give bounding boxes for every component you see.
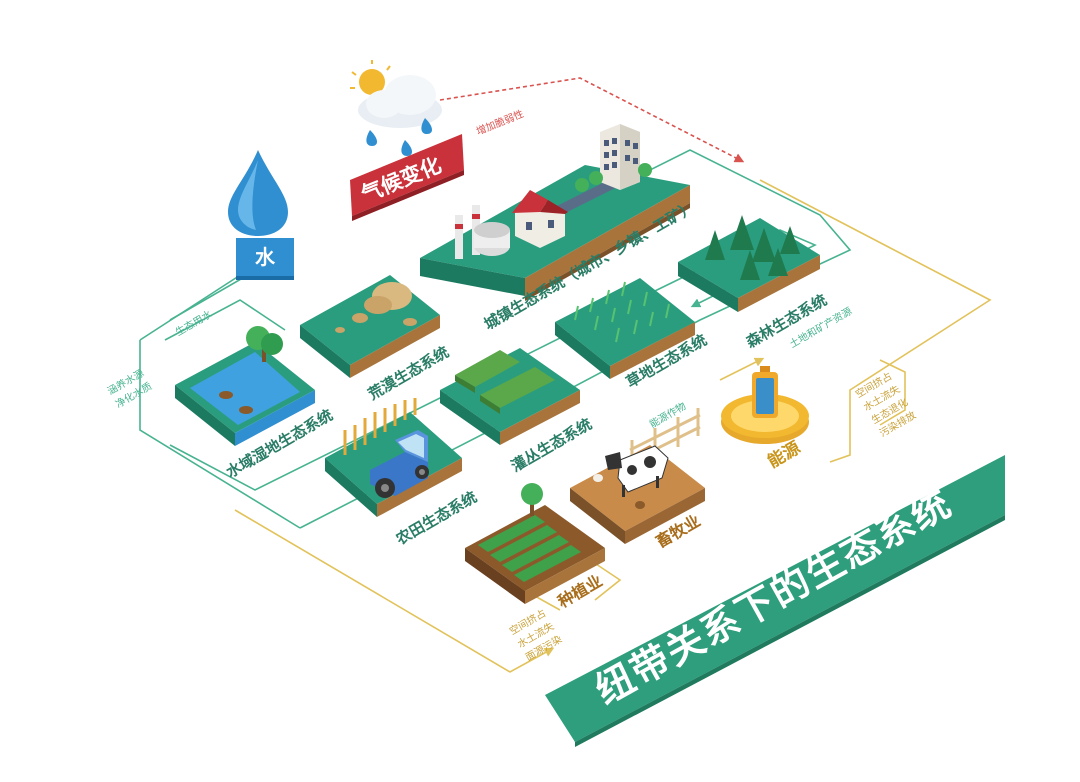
flow-eco-water: 生态用水: [173, 307, 214, 338]
building-icon: [600, 124, 640, 190]
livestock-tile: 畜牧业: [570, 408, 705, 551]
chicken-icon: [593, 474, 645, 509]
flow-line-gold-outer: [234, 179, 992, 673]
rock-icon: [335, 282, 417, 333]
farmland-tile: 农田生态系统: [325, 398, 480, 549]
energy-node: 能源: [721, 366, 809, 472]
desert-tile: 荒漠生态系统: [300, 275, 452, 403]
hedge-icon: [455, 350, 555, 414]
flow-line-gold-land: [719, 357, 765, 381]
planting-tile: 种植业: [465, 483, 606, 612]
duck-icon: [219, 391, 253, 414]
tree-icon: [705, 215, 800, 280]
wheat-icon: [343, 398, 417, 455]
urban-tile: 城镇生态系统（城市、乡镇、工矿）: [420, 124, 698, 333]
water-drop-icon: [228, 150, 288, 236]
forest-tile: 森林生态系统: [678, 215, 830, 351]
flow-line-gold-energy: [879, 359, 906, 426]
grassland-tile: 草地生态系统: [555, 278, 710, 391]
cloud-sun-rain-icon: [350, 60, 442, 156]
grass-icon: [574, 281, 670, 343]
flow-increase-vulnerability: 增加脆弱性: [474, 107, 525, 138]
tree-icon: [575, 163, 652, 192]
battery-icon: [752, 366, 778, 418]
cow-icon: [605, 445, 669, 497]
flow-energy-crops: 能源作物: [647, 399, 688, 430]
tree-icon: [521, 483, 543, 516]
tree-icon: [246, 326, 283, 362]
water-label: 水: [255, 245, 276, 269]
climate-node: 气候变化: [350, 60, 464, 221]
flow-line-red-dashed: [439, 77, 745, 163]
climate-label-box: [350, 134, 464, 216]
tractor-icon: [370, 430, 429, 498]
water-node: 水: [228, 150, 294, 280]
wetland-tile: 水域湿地生态系统: [175, 326, 336, 481]
water-label-box: [236, 238, 294, 276]
chimney-icon: [455, 205, 510, 259]
crop-icon: [478, 515, 581, 582]
shrub-tile: 灌丛生态系统: [440, 348, 595, 475]
house-icon: [512, 190, 568, 248]
